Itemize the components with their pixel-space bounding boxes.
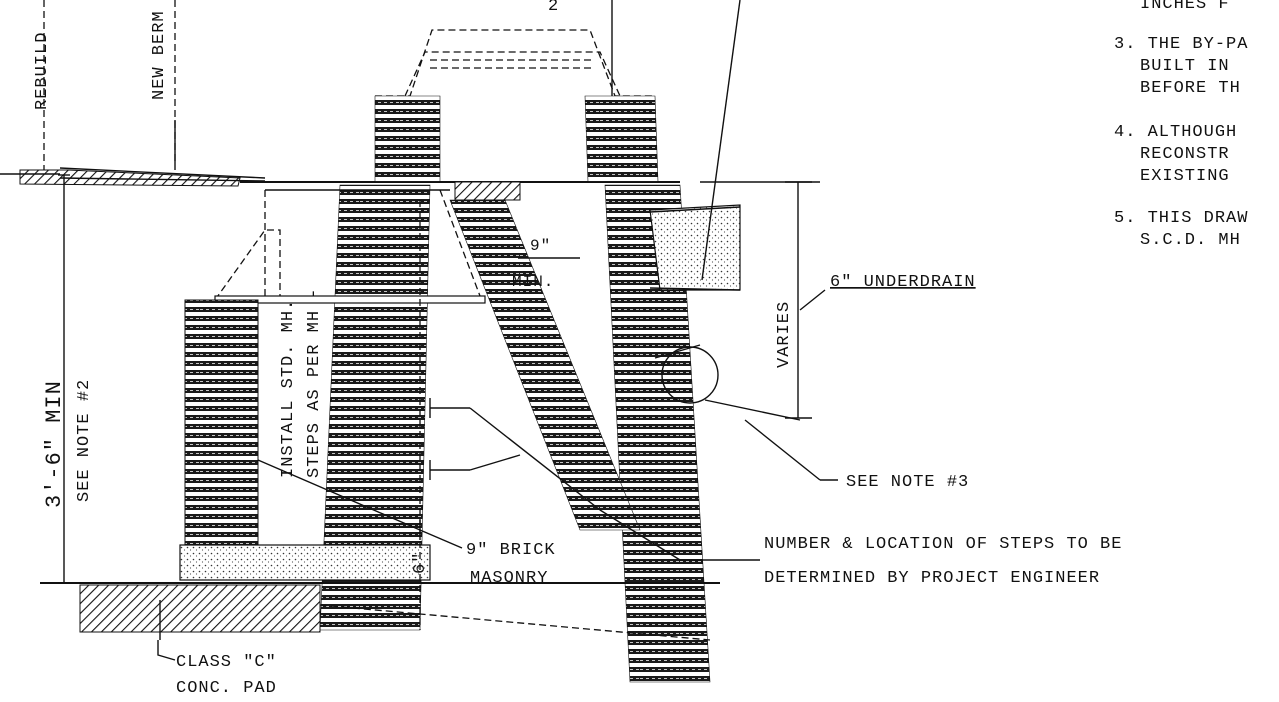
new-berm-label: NEW BERM: [150, 10, 169, 100]
brick-masonry-label-1: 9" BRICK: [466, 541, 556, 560]
dimension-lines: [43, 0, 812, 630]
min-depth-label: 3'-6" MIN: [42, 380, 67, 508]
note-line-7: 5. THIS DRAW: [1114, 209, 1248, 228]
note-line-0: INCHES F: [1140, 0, 1230, 14]
top-slab: [213, 189, 486, 304]
concrete-base: [40, 544, 720, 641]
dimension-two-label: 2: [548, 0, 559, 16]
see-note-2-label: SEE NOTE #2: [75, 379, 94, 502]
install-steps-label-2: STEPS AS PER MH -: [305, 288, 324, 478]
conc-pad-label-1: CLASS "C": [176, 653, 277, 672]
note-line-2: BUILT IN: [1140, 57, 1230, 76]
notes-block: INCHES F 3. THE BY-PA BUILT IN BEFORE TH…: [1114, 0, 1248, 250]
step-indicators: [429, 398, 601, 511]
rebuild-label: REBUILD: [33, 32, 52, 110]
steps-note-line-1: NUMBER & LOCATION OF STEPS TO BE: [764, 535, 1122, 554]
nine-min-label-2: MIN.: [512, 273, 554, 291]
outer-brick-stack: [184, 299, 259, 546]
six-inch-label: 6": [411, 552, 430, 574]
install-steps-label-1: INSTALL STD. MH.: [279, 299, 298, 478]
nine-min-label-1: 9": [530, 237, 551, 255]
note-line-8: S.C.D. MH: [1140, 231, 1241, 250]
varies-label: VARIES: [775, 301, 794, 368]
note-line-3: BEFORE TH: [1140, 79, 1241, 98]
note-line-4: 4. ALTHOUGH: [1114, 123, 1237, 142]
conc-pad-label-2: CONC. PAD: [176, 679, 277, 698]
note-line-1: 3. THE BY-PA: [1114, 35, 1248, 54]
see-note-3-label: SEE NOTE #3: [846, 473, 969, 492]
labels: REBUILD NEW BERM 3'-6" MIN SEE NOTE #2 I…: [33, 0, 1122, 698]
manhole-frame: [375, 0, 655, 175]
note-line-6: EXISTING: [1140, 167, 1230, 186]
underdrain-pipe: [649, 204, 801, 421]
brick-masonry-label-2: MASONRY: [470, 569, 548, 588]
underdrain-label: 6" UNDERDRAIN: [830, 273, 976, 292]
leader-lines: [157, 289, 838, 661]
steps-note-line-2: DETERMINED BY PROJECT ENGINEER: [764, 569, 1100, 588]
note-line-5: RECONSTR: [1140, 145, 1230, 164]
